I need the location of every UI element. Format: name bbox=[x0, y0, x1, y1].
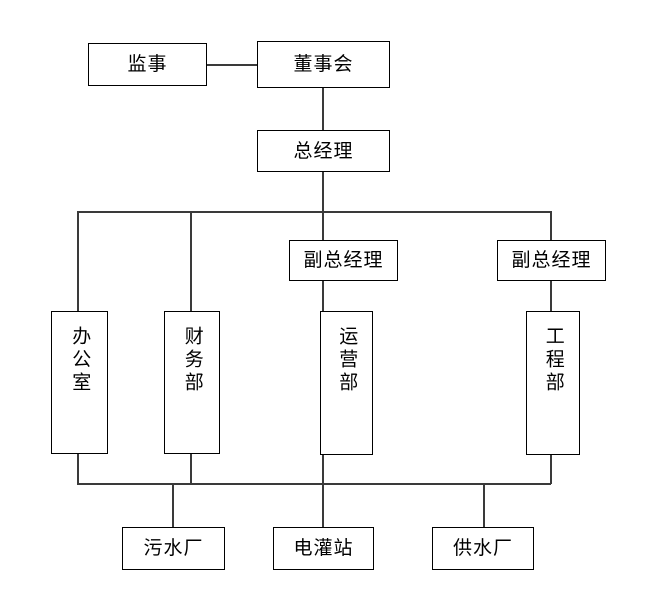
edge-board-gm bbox=[322, 88, 324, 131]
node-board-label: 董事会 bbox=[293, 53, 354, 75]
node-sewage-plant-label: 污水厂 bbox=[143, 537, 204, 559]
node-supervisor-label: 监事 bbox=[127, 53, 168, 75]
edge-bus-dgm1-drop bbox=[322, 211, 324, 241]
node-deputy-general-manager-2-label: 副总经理 bbox=[511, 249, 592, 271]
edge-office-riser bbox=[77, 453, 79, 484]
node-general-manager-label: 总经理 bbox=[293, 139, 354, 162]
node-irrigation-station-label: 电灌站 bbox=[293, 537, 354, 559]
edge-engineering-riser bbox=[550, 454, 552, 484]
edge-dgm1-operations bbox=[322, 280, 324, 312]
edge-supervisor-board bbox=[206, 64, 258, 66]
edge-bus-dgm2-drop bbox=[550, 211, 552, 241]
edge-level4-bus bbox=[77, 483, 551, 485]
edge-bus-sewage-drop bbox=[172, 483, 174, 528]
node-supervisor[interactable]: 监事 bbox=[88, 43, 207, 86]
edge-dgm2-engineering bbox=[550, 280, 552, 312]
node-finance-department[interactable]: 财务部 bbox=[164, 311, 220, 454]
node-deputy-general-manager-1-label: 副总经理 bbox=[303, 249, 384, 271]
node-finance-department-label: 财务部 bbox=[181, 326, 204, 395]
node-operations-department-label: 运营部 bbox=[336, 326, 359, 395]
node-office[interactable]: 办公室 bbox=[51, 311, 108, 454]
node-office-label: 办公室 bbox=[69, 326, 92, 395]
node-general-manager[interactable]: 总经理 bbox=[257, 130, 390, 172]
edge-bus-watersupply-drop bbox=[483, 483, 485, 528]
node-irrigation-station[interactable]: 电灌站 bbox=[273, 527, 374, 570]
node-engineering-department[interactable]: 工程部 bbox=[526, 311, 580, 455]
edge-bus-irrigation-drop bbox=[322, 483, 324, 528]
node-water-supply-plant-label: 供水厂 bbox=[452, 537, 513, 559]
edge-finance-riser bbox=[190, 453, 192, 484]
edge-bus-office-drop bbox=[77, 211, 79, 312]
edge-operations-riser bbox=[322, 454, 324, 484]
node-water-supply-plant[interactable]: 供水厂 bbox=[432, 527, 534, 570]
node-deputy-general-manager-1[interactable]: 副总经理 bbox=[289, 240, 398, 281]
edge-bus-finance-drop bbox=[190, 211, 192, 312]
node-sewage-plant[interactable]: 污水厂 bbox=[122, 527, 225, 570]
edge-gm-bus-stem bbox=[322, 171, 324, 212]
node-deputy-general-manager-2[interactable]: 副总经理 bbox=[497, 240, 606, 281]
edge-level2-bus bbox=[77, 211, 551, 213]
node-engineering-department-label: 工程部 bbox=[542, 326, 565, 395]
node-board[interactable]: 董事会 bbox=[257, 41, 390, 88]
node-operations-department[interactable]: 运营部 bbox=[320, 311, 373, 455]
